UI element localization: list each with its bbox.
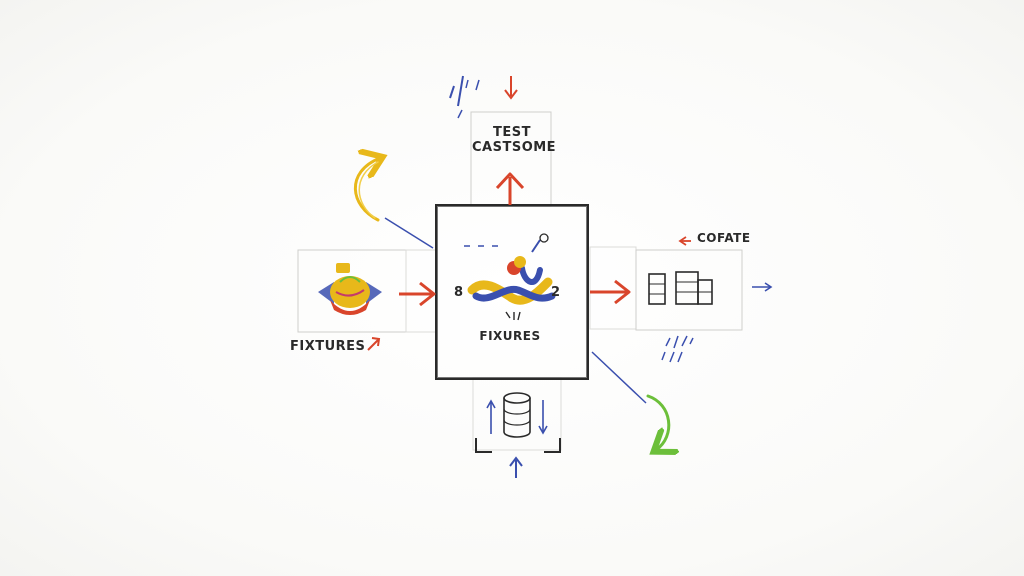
arrow-center-to-right bbox=[590, 279, 631, 305]
arrow-top-incoming bbox=[504, 76, 518, 100]
center-box-title: FIXURES bbox=[479, 329, 541, 343]
sketch-marks-right bbox=[661, 335, 694, 363]
python-snake-icon bbox=[467, 233, 556, 321]
sketch-marks-top bbox=[449, 75, 480, 119]
database-icon bbox=[486, 392, 548, 438]
file-cabinets-icon bbox=[648, 271, 713, 305]
blue-diagonal-top-left bbox=[384, 217, 434, 249]
yellow-curve-arrow bbox=[353, 158, 380, 222]
arrow-right-outgoing bbox=[752, 282, 773, 292]
center-right-number: 2 bbox=[551, 285, 561, 300]
bottom-box bbox=[472, 377, 562, 453]
arrow-left-to-center bbox=[399, 281, 436, 307]
right-box bbox=[589, 246, 743, 331]
center-box bbox=[435, 204, 589, 380]
top-box-title: TEST CASTSOME bbox=[472, 125, 557, 155]
left-box-title: FIXTURES bbox=[290, 339, 366, 354]
arrow-bottom-incoming bbox=[509, 456, 523, 478]
arrow-left-label-small bbox=[367, 337, 381, 351]
arrow-center-to-top bbox=[495, 172, 525, 205]
arrow-right-label-small bbox=[678, 236, 691, 246]
green-curve-arrow bbox=[646, 394, 669, 450]
right-box-title: COFATE bbox=[697, 231, 751, 245]
center-left-number: 8 bbox=[454, 285, 464, 300]
candy-wrapper-icon bbox=[318, 263, 382, 315]
blue-diagonal-bottom-right bbox=[591, 351, 647, 404]
